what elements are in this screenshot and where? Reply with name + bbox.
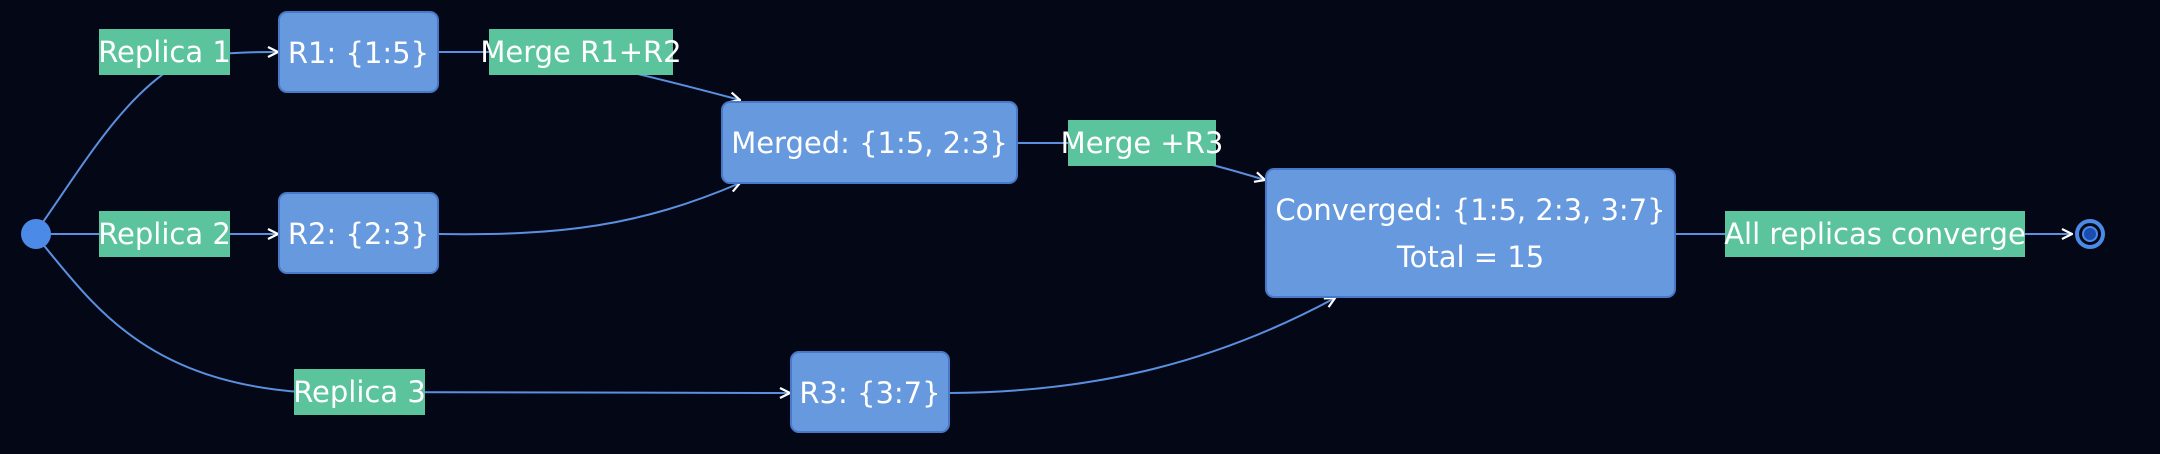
edge-r2-to-merged <box>437 183 740 236</box>
node-r3-label: R3: {3:7} <box>799 376 940 410</box>
node-r1[interactable]: R1: {1:5} <box>278 11 439 93</box>
edge-label-replica3: Replica 3 <box>293 369 426 415</box>
edge-label-replica2: Replica 2 <box>98 211 231 257</box>
node-merged-label: Merged: {1:5, 2:3} <box>731 126 1008 160</box>
node-converged-label: Converged: {1:5, 2:3, 3:7} <box>1275 193 1665 227</box>
svg-text:Replica 3: Replica 3 <box>293 375 426 409</box>
edge-r3-to-converged <box>949 298 1335 394</box>
node-r1-label: R1: {1:5} <box>288 36 429 70</box>
node-r3[interactable]: R3: {3:7} <box>790 351 950 433</box>
edge-label-merge-r1-r2: Merge R1+R2 <box>480 29 682 75</box>
svg-text:All replicas converge: All replicas converge <box>1724 217 2026 251</box>
node-converged[interactable]: Converged: {1:5, 2:3, 3:7} Total = 15 <box>1265 168 1676 298</box>
edge-start-to-r3 <box>35 235 790 393</box>
node-r2-label: R2: {2:3} <box>288 217 429 251</box>
edge-start-to-r1 <box>35 52 278 233</box>
edge-label-replica1: Replica 1 <box>98 29 231 75</box>
svg-text:Replica 2: Replica 2 <box>98 217 231 251</box>
svg-text:Replica 1: Replica 1 <box>98 35 231 69</box>
node-r2[interactable]: R2: {2:3} <box>278 192 439 274</box>
node-merged[interactable]: Merged: {1:5, 2:3} <box>721 101 1018 184</box>
end-state <box>2075 219 2105 249</box>
svg-text:Merge R1+R2: Merge R1+R2 <box>480 35 681 69</box>
svg-text:Merge +R3: Merge +R3 <box>1061 126 1224 160</box>
start-state <box>21 219 51 249</box>
node-converged-total: Total = 15 <box>1396 240 1544 274</box>
edge-label-all-converge: All replicas converge <box>1724 211 2026 257</box>
edge-label-merge-r3: Merge +R3 <box>1061 120 1224 166</box>
